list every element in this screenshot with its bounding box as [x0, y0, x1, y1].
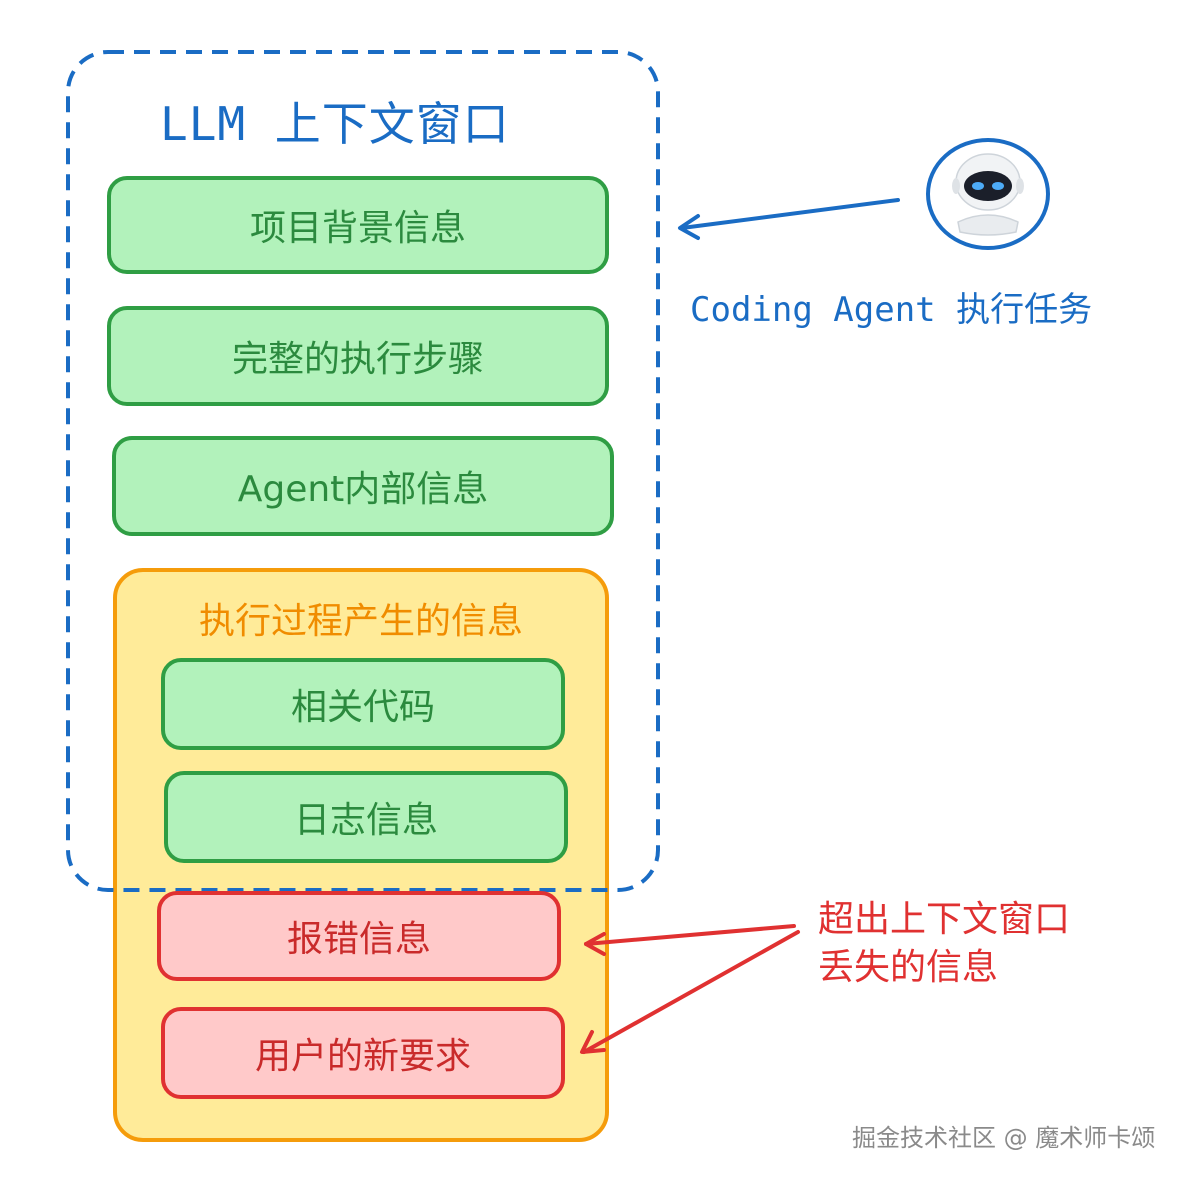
execution-steps-box: 完整的执行步骤 [107, 306, 609, 406]
agent-to-window-arrow [678, 198, 900, 240]
error-info-box: 报错信息 [157, 891, 561, 981]
lost-info-line1: 超出上下文窗口 [818, 899, 1071, 940]
agent-internal-info-box: Agent内部信息 [112, 436, 614, 536]
agent-caption: Coding Agent 执行任务 [690, 290, 1093, 330]
robot-avatar [924, 136, 1052, 256]
lost-to-requirement-arrow [580, 930, 800, 1054]
watermark: 掘金技术社区 @ 魔术师卡颂 [852, 1124, 1156, 1152]
user-new-requirement-box: 用户的新要求 [161, 1007, 565, 1099]
context-window-title: LLM 上下文窗口 [160, 97, 510, 151]
project-background-box: 项目背景信息 [107, 176, 609, 274]
related-code-box: 相关代码 [161, 658, 565, 750]
lost-info-note: 超出上下文窗口 丢失的信息 [818, 896, 1070, 992]
log-info-box: 日志信息 [164, 771, 568, 863]
lost-to-error-arrow [584, 924, 796, 956]
process-info-label: 执行过程产生的信息 [198, 601, 523, 642]
robot-icon [926, 138, 1050, 250]
lost-info-line2: 丢失的信息 [818, 947, 999, 988]
